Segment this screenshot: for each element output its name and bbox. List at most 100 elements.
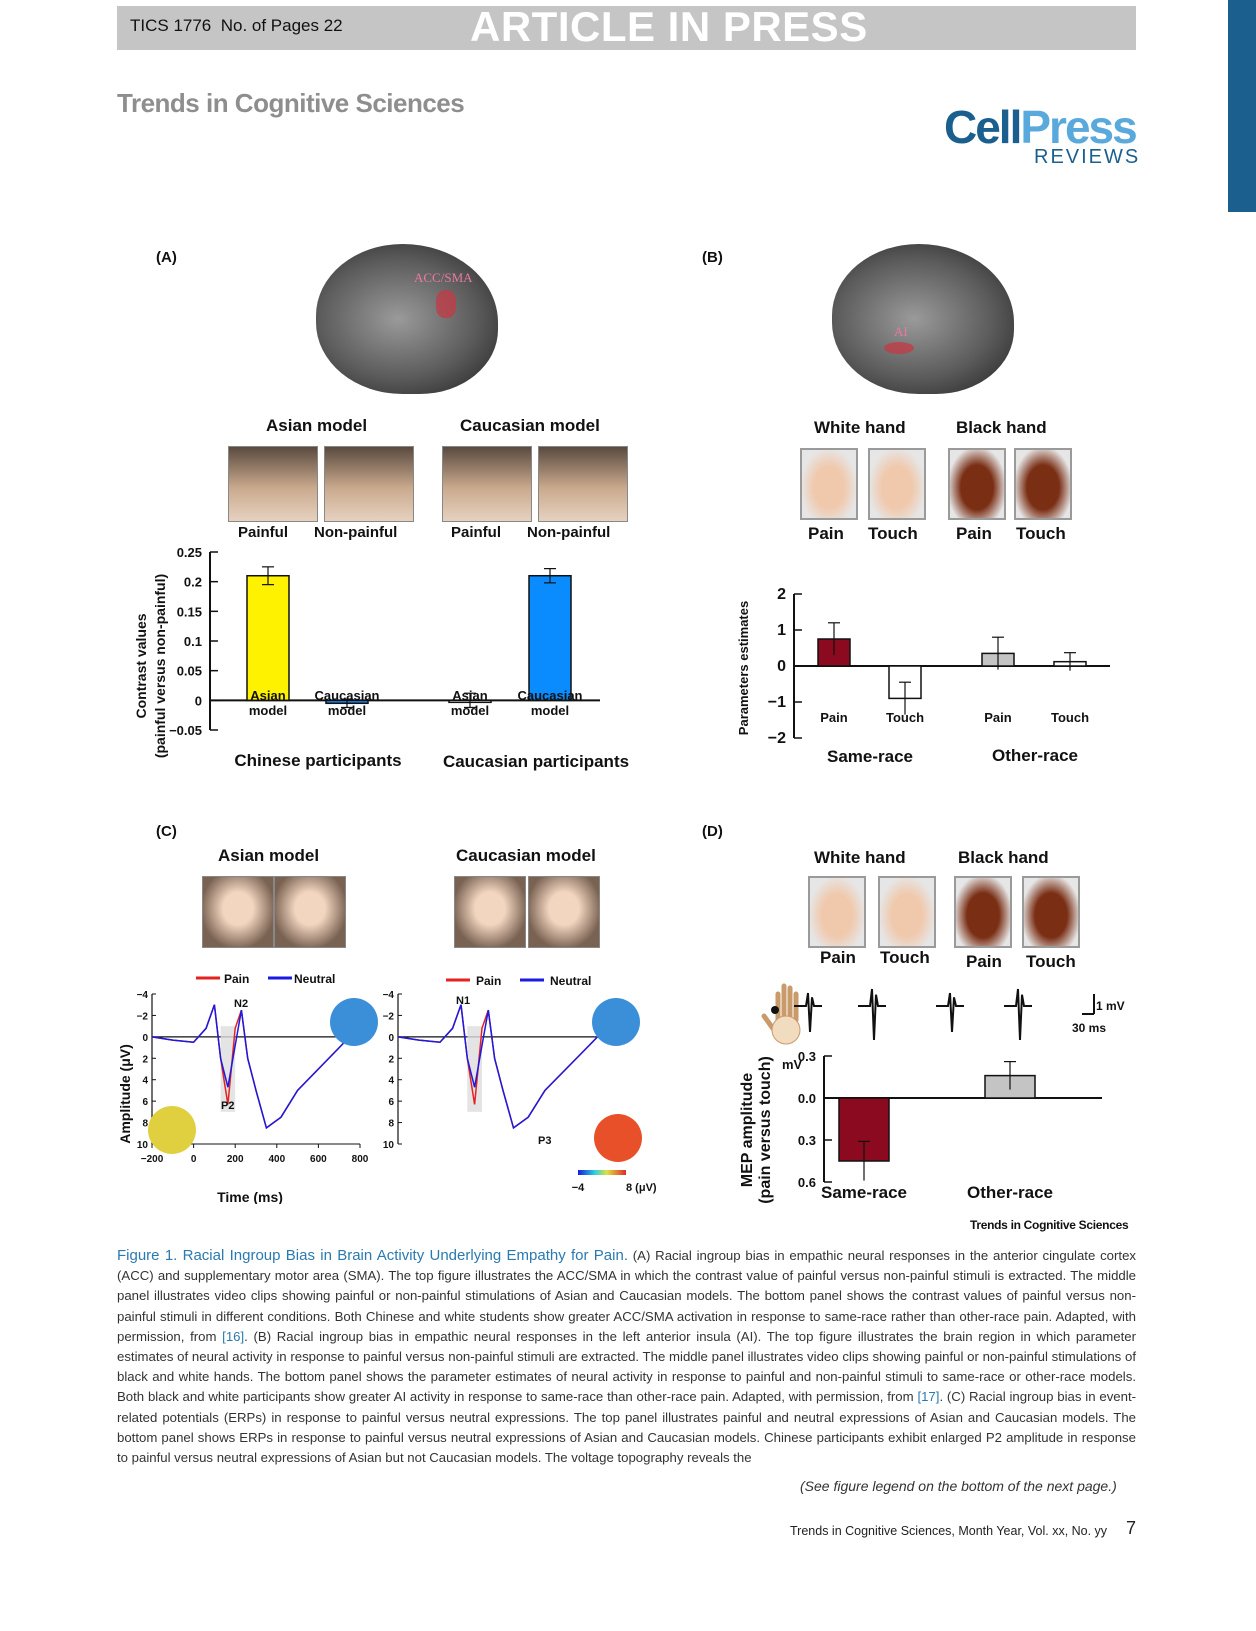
peak-n1: N1 — [456, 995, 470, 1007]
scale-max: 8 (μV) — [626, 1182, 656, 1194]
panel-c-model1: Asian model — [218, 846, 320, 865]
stim-label: Pain — [820, 948, 856, 967]
topography-map — [592, 998, 640, 1046]
topography-map — [330, 998, 378, 1046]
chart-c-legend-left: Pain Neutral — [196, 972, 335, 986]
stim-label: Non-painful — [314, 524, 398, 541]
panel-a-model2: Caucasian model — [460, 416, 600, 435]
bar — [246, 574, 290, 702]
hand-photo — [948, 448, 1006, 520]
color-scale-bar — [578, 1170, 626, 1175]
hand-photo — [1014, 448, 1072, 520]
bar-category-label: model — [328, 703, 366, 718]
y-tick-label: 0.2 — [184, 575, 202, 590]
y-tick-label: 0.05 — [177, 664, 202, 679]
face-photo — [538, 446, 628, 522]
stim-label: Pain — [966, 952, 1002, 971]
brain-image-acc — [316, 244, 498, 394]
see-legend-note: (See figure legend on the bottom of the … — [800, 1478, 1117, 1494]
x-tick-label: 200 — [227, 1154, 244, 1165]
figure-title: Figure 1. Racial Ingroup Bias in Brain A… — [117, 1247, 628, 1264]
chart-b-group2: Other-race — [992, 746, 1078, 765]
figure-credit: Trends in Cognitive Sciences — [970, 1218, 1129, 1232]
y-tick-label: 0.3 — [798, 1049, 816, 1064]
chart-a: Contrast values (painful versus non-pain… — [133, 548, 629, 771]
bar-category-label: Caucasian — [314, 688, 379, 703]
y-tick-label: 1 — [777, 622, 786, 639]
panel-b-hand1: White hand — [814, 418, 906, 437]
stim-label: Painful — [238, 524, 289, 541]
panel-b-hand2: Black hand — [956, 418, 1047, 437]
stim-label: Touch — [1026, 952, 1076, 971]
legend-neutral: Neutral — [294, 972, 335, 986]
stim-label: Pain — [956, 524, 992, 543]
chart-d: 1 mV 30 ms MEP amplitude (pain versus to… — [739, 983, 1125, 1204]
cellpress-logo: CellPress — [944, 101, 1138, 153]
stim-label: Non-painful — [527, 524, 611, 541]
stim-label: Touch — [880, 948, 930, 967]
stim-label: Pain — [808, 524, 844, 543]
y-tick-label: −4 — [383, 990, 395, 1001]
reference-link-17[interactable]: [17] — [917, 1389, 940, 1405]
chart-a-group2: Caucasian participants — [443, 752, 629, 771]
header-bar — [117, 6, 1136, 50]
chart-d-group2: Other-race — [967, 1183, 1053, 1202]
y-tick-label: 6 — [142, 1097, 148, 1108]
journal-name: Trends in Cognitive Sciences — [117, 88, 465, 118]
chart-a-ylabel2: (painful versus non-painful) — [152, 574, 168, 758]
page-number: 7 — [1126, 1518, 1137, 1538]
y-tick-label: 0.6 — [798, 1175, 816, 1190]
chart-c: Pain Neutral Pain Neutral Amplitude (μV)… — [117, 972, 656, 1204]
hand-schematic-icon — [761, 983, 801, 1045]
chart-b-group1: Same-race — [827, 747, 913, 766]
bar-category-label: Asian — [250, 688, 285, 703]
y-tick-label: 0.0 — [798, 1091, 816, 1106]
hand-photo — [800, 448, 858, 520]
y-tick-label: 0 — [142, 1033, 148, 1044]
y-tick-label: 0.25 — [177, 548, 202, 560]
y-tick-label: 0 — [777, 658, 786, 675]
x-tick-label: 600 — [310, 1154, 327, 1165]
stim-label: Touch — [868, 524, 918, 543]
hand-photo — [1022, 876, 1080, 948]
topography-map — [594, 1114, 642, 1162]
bar-category-label: model — [531, 703, 569, 718]
bar-category-label: Touch — [1051, 710, 1089, 725]
erp-trace-neutral — [151, 1004, 361, 1130]
peak-n2: N2 — [234, 998, 248, 1010]
y-tick-label: −2 — [137, 1011, 149, 1022]
bar-category-label: Asian — [452, 688, 487, 703]
chart-a-plot: 0.250.20.150.10.050−0.05AsianmodelCaucas… — [169, 548, 600, 738]
peak-p3: P3 — [538, 1135, 551, 1147]
chart-d-group1: Same-race — [821, 1183, 907, 1202]
mep-trace — [858, 988, 886, 1041]
x-tick-label: 400 — [268, 1154, 285, 1165]
hand-photo — [808, 876, 866, 948]
scale-min: −4 — [572, 1182, 585, 1194]
legend-pain: Pain — [476, 974, 501, 988]
article-ref: TICS 1776 No. of Pages 22 — [130, 16, 343, 35]
scale-label-mv: 1 mV — [1096, 999, 1125, 1013]
face-photo — [454, 876, 526, 948]
y-tick-label: 2 — [142, 1054, 148, 1065]
highlight-window — [467, 1026, 482, 1112]
chart-d-unit: mV — [782, 1057, 803, 1072]
y-tick-label: 8 — [388, 1119, 394, 1130]
legend-neutral: Neutral — [550, 974, 591, 988]
panel-d-letter: (D) — [702, 823, 723, 840]
highlight-window — [220, 1026, 236, 1112]
y-tick-label: −2 — [768, 730, 786, 747]
chart-b-ylabel: Parameters estimates — [736, 601, 751, 735]
face-photo — [442, 446, 532, 522]
y-tick-label: 10 — [137, 1140, 149, 1151]
ai-region-highlight — [884, 342, 914, 354]
chart-c-xlabel: Time (ms) — [217, 1189, 283, 1204]
panel-b-letter: (B) — [702, 249, 723, 266]
y-tick-label: 0.15 — [177, 604, 202, 619]
panel-c-letter: (C) — [156, 823, 177, 840]
reference-link-16[interactable]: [16] — [222, 1328, 245, 1344]
hand-photo — [868, 448, 926, 520]
panel-d-hand1: White hand — [814, 848, 906, 867]
topography-map — [148, 1106, 196, 1154]
